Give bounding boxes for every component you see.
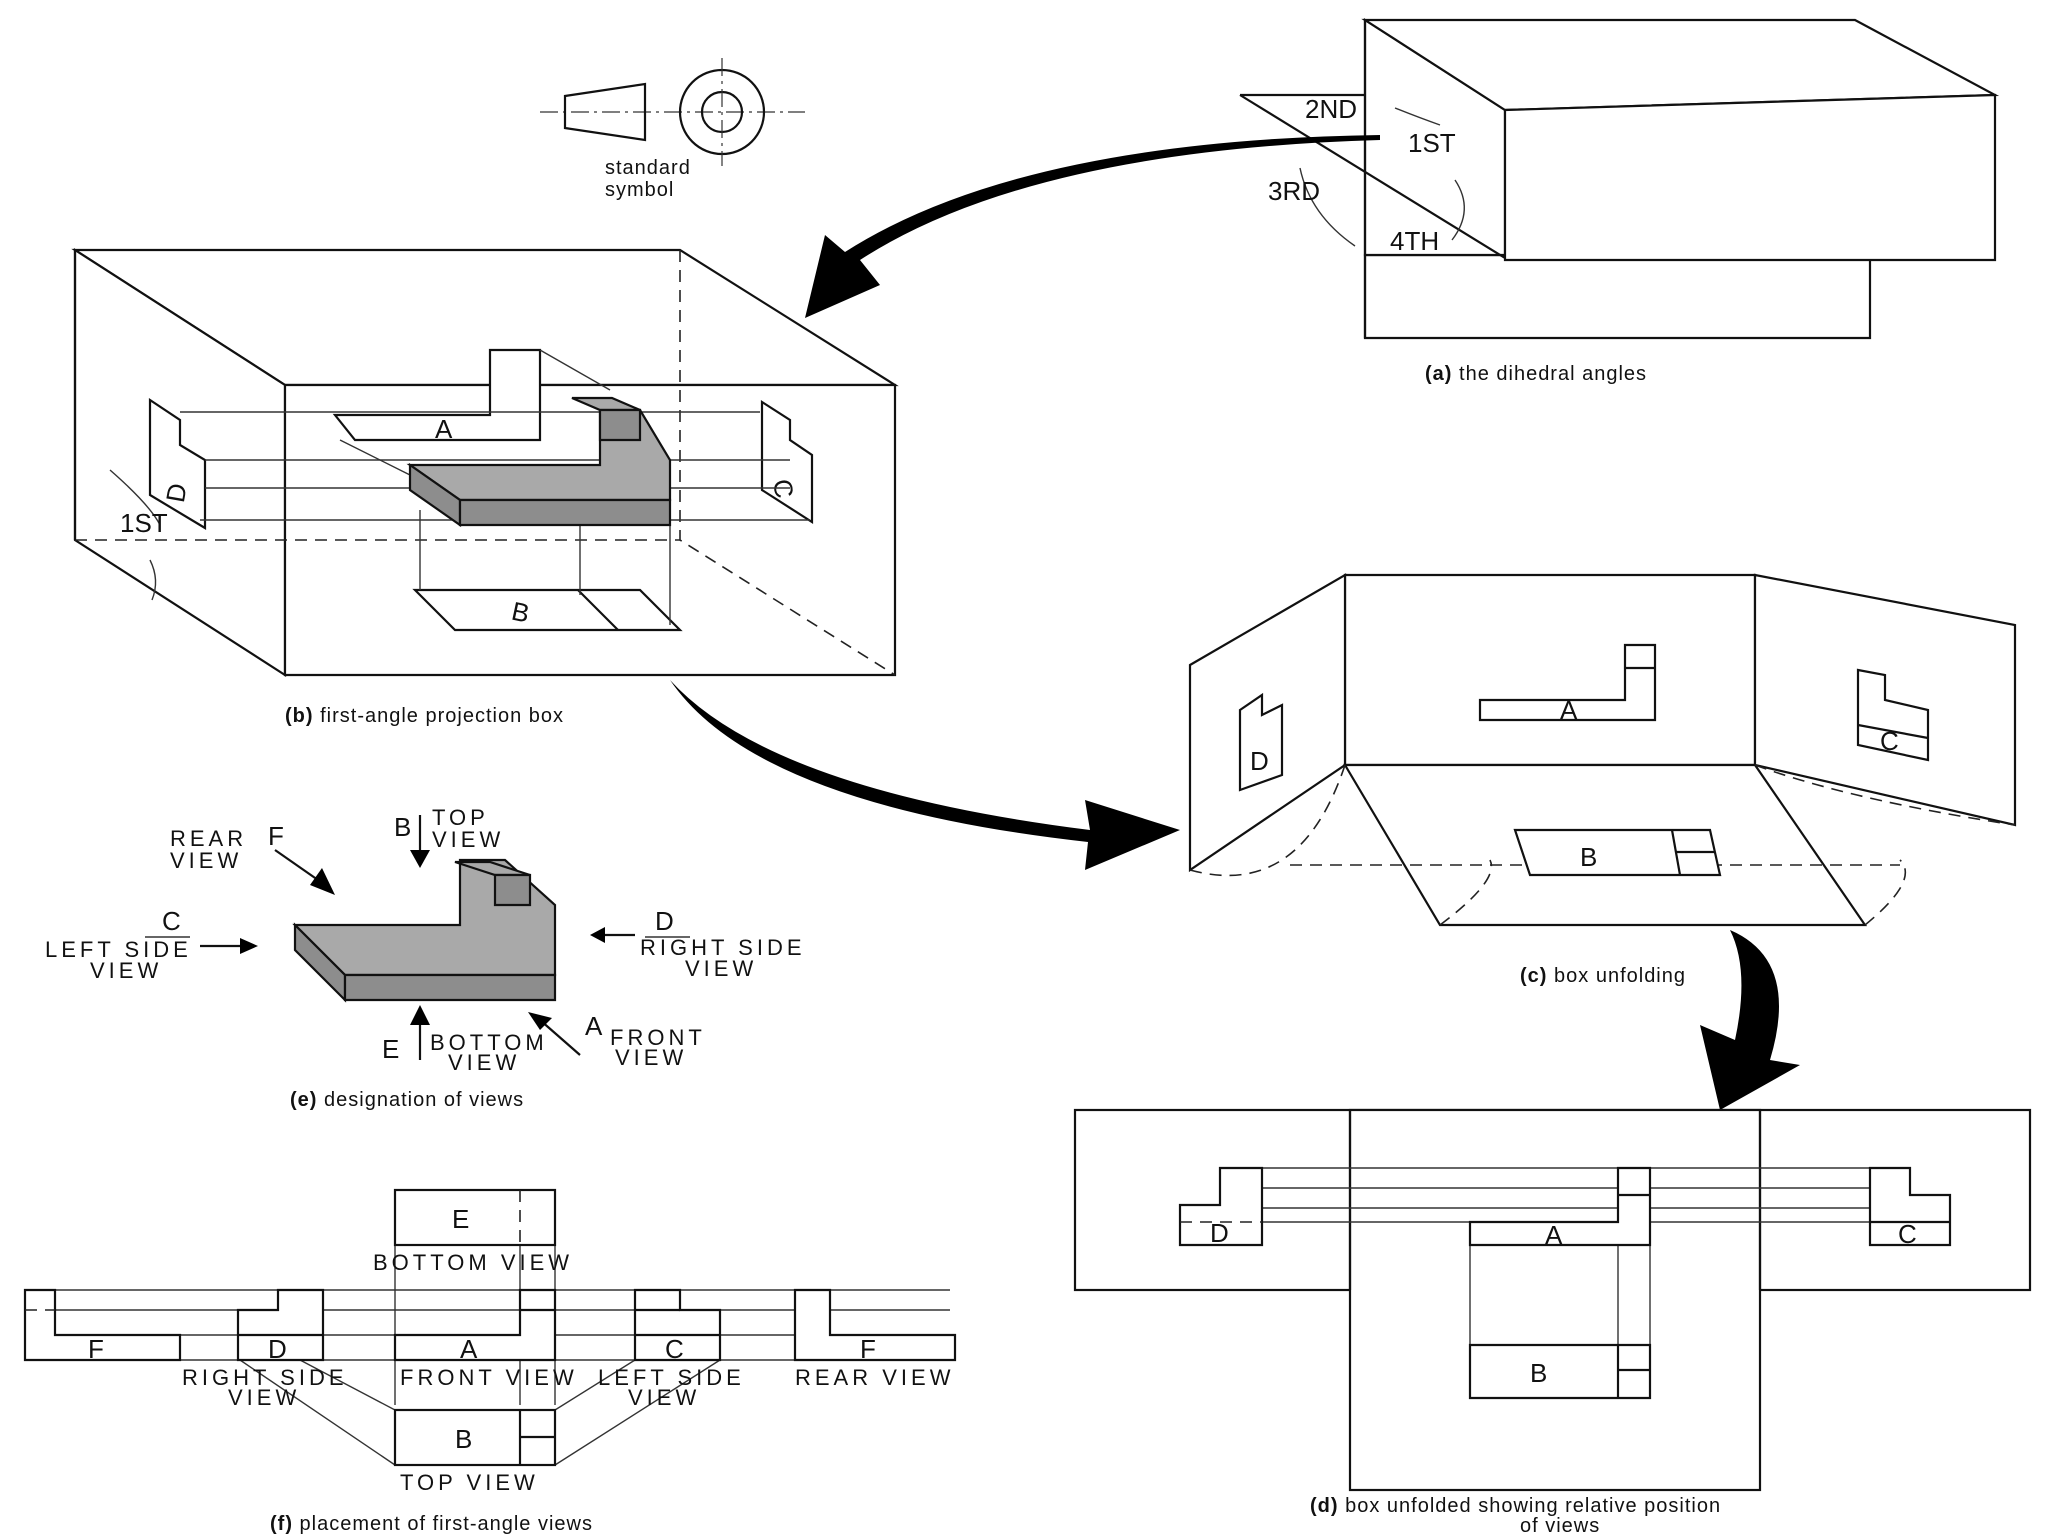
panel-c-caption: (c) box unfolding (1520, 965, 1686, 987)
designation-front-letter: A (585, 1011, 603, 1041)
placement-view-d: D (268, 1334, 287, 1364)
unfolded-view-a: A (1545, 1220, 1563, 1250)
placement-bottom-view-label: BOTTOM VIEW (373, 1250, 573, 1275)
panel-b-projection-box: D C A B 1ST (b) first-angle (71, 247, 899, 727)
designation-rear-l1: REAR (170, 826, 247, 851)
unfold-view-b: B (1580, 842, 1597, 872)
placement-left-side-l2: VIEW (628, 1385, 700, 1410)
designation-front-l1: FRONT (610, 1025, 706, 1050)
designation-bottom-l1: BOTTOM (430, 1030, 548, 1055)
panel-f-caption: (f) placement of first-angle views (270, 1513, 593, 1535)
standard-symbol-caption-1: standard (605, 157, 691, 179)
designation-bottom-l2: VIEW (448, 1050, 520, 1075)
placement-view-b: B (455, 1424, 472, 1454)
panel-e-designation-of-views: B TOP VIEW F REAR VIEW C LEFT SIDE VIEW … (45, 805, 806, 1111)
designation-left-l1: LEFT SIDE (45, 937, 192, 962)
designation-right-letter: D (655, 906, 674, 936)
box-view-a: A (435, 414, 453, 444)
dihedral-3rd-label: 3RD (1268, 176, 1320, 206)
standard-symbol: standard symbol (540, 58, 805, 201)
placement-view-f-rear: F (860, 1334, 876, 1364)
designation-front-l2: VIEW (615, 1045, 687, 1070)
designation-right-l2: VIEW (685, 956, 757, 981)
panel-f-placement-of-views: E BOTTOM VIEW F D RIGHT SIDE VIEW A FRON… (23, 1188, 957, 1535)
placement-view-a: A (460, 1334, 478, 1364)
panel-d-caption-1: (d) box unfolded showing relative positi… (1310, 1495, 1721, 1517)
designation-top-letter: B (394, 812, 411, 842)
dihedral-1st-label: 1ST (1408, 128, 1456, 158)
unfold-view-c: C (1880, 726, 1899, 756)
placement-view-f-left: F (88, 1334, 104, 1364)
designation-left-l2: VIEW (90, 958, 162, 983)
designation-top-l1: TOP (432, 805, 489, 830)
designation-rear-letter: F (268, 821, 284, 851)
designation-rear-l2: VIEW (170, 848, 242, 873)
placement-rear-view-label: REAR VIEW (795, 1365, 954, 1390)
unfold-view-a: A (1560, 695, 1578, 725)
box-view-b: B (509, 596, 532, 629)
panel-d-caption-2: of views (1520, 1515, 1600, 1536)
placement-front-view-label: FRONT VIEW (400, 1365, 578, 1390)
unfolded-view-b: B (1530, 1358, 1547, 1388)
panel-a-dihedral-angles: 2ND 1ST 3RD 4TH (a) the dihedral angles (1239, 17, 2000, 385)
panel-a-caption: (a) the dihedral angles (1425, 363, 1647, 385)
unfold-view-d: D (1250, 746, 1269, 776)
dihedral-4th-label: 4TH (1390, 226, 1439, 256)
placement-left-side-l1: LEFT SIDE (598, 1365, 745, 1390)
designation-bottom-letter: E (382, 1034, 399, 1064)
standard-symbol-caption-2: symbol (605, 179, 674, 201)
designation-right-l1: RIGHT SIDE (640, 935, 806, 960)
designation-top-l2: VIEW (432, 827, 504, 852)
unfolded-view-d: D (1210, 1218, 1229, 1248)
panel-c-box-unfolding: D A C B (c) box unfolding (1188, 573, 2017, 987)
unfolded-view-c: C (1898, 1219, 1917, 1249)
panel-e-caption: (e) designation of views (290, 1089, 524, 1111)
dihedral-2nd-label: 2ND (1305, 94, 1357, 124)
placement-view-e: E (452, 1204, 469, 1234)
arrow-b-to-c (670, 680, 1180, 870)
panel-b-caption: (b) first-angle projection box (285, 705, 564, 727)
arrow-a-to-b (805, 135, 1380, 318)
placement-top-view-label: TOP VIEW (400, 1470, 539, 1495)
panel-d-box-unfolded: D A C B (d) box unfolded showing relativ… (1073, 1108, 2032, 1536)
placement-view-c: C (665, 1334, 684, 1364)
placement-right-side-l2: VIEW (228, 1385, 300, 1410)
arrow-c-to-d (1700, 930, 1800, 1110)
box-1st-label: 1ST (120, 508, 168, 538)
designation-left-letter: C (162, 906, 181, 936)
box-view-d: D (160, 481, 193, 505)
placement-right-side-l1: RIGHT SIDE (182, 1365, 348, 1390)
